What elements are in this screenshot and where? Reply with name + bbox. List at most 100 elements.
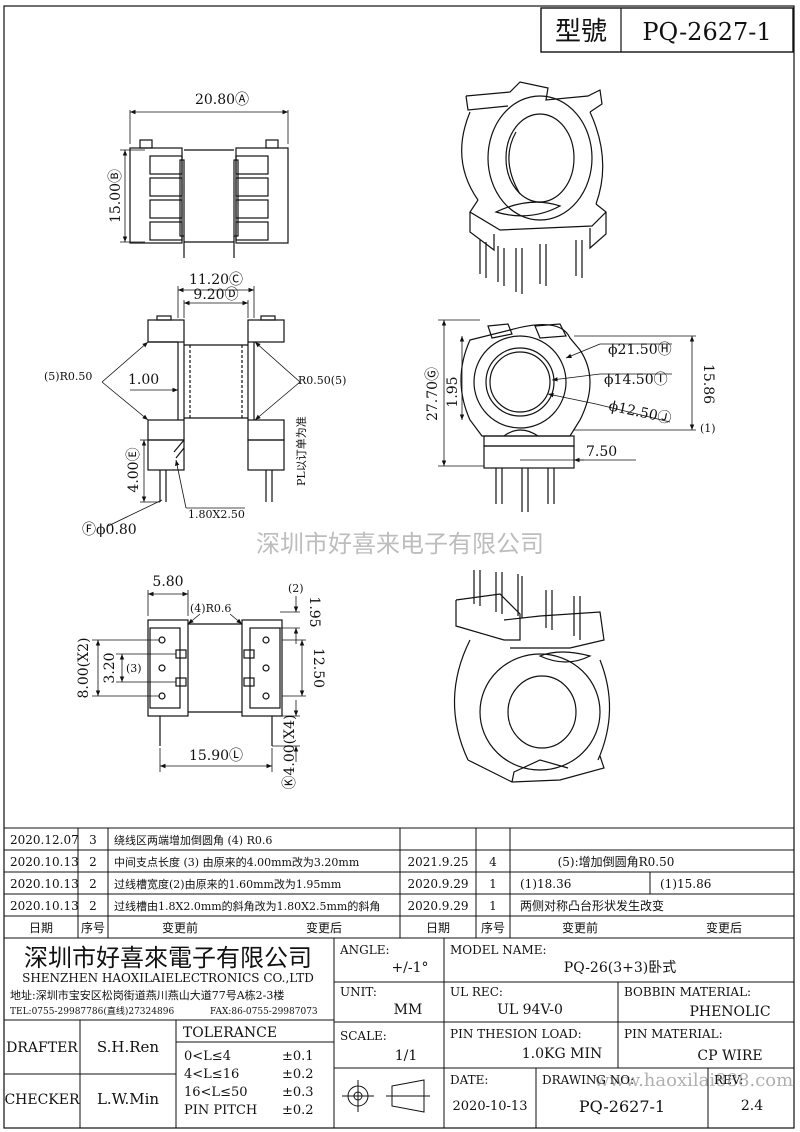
checker-label: CHECKER <box>4 1092 80 1108</box>
rev-header-after: 变更后 <box>306 920 342 935</box>
dim-bot-1590: 15.90Ⓛ <box>189 748 243 764</box>
rev-date: 2020.10.13 <box>10 877 79 891</box>
rev-no: 3 <box>89 833 97 847</box>
dim-top-width: 20.80Ⓐ <box>195 92 249 108</box>
rev-no: 2 <box>89 855 97 869</box>
dim-bot-320: 3.20 <box>102 652 118 683</box>
tolerance-value: ±0.2 <box>282 1103 314 1118</box>
bottom-view <box>92 590 306 772</box>
dim-side-750: 7.50 <box>586 444 617 460</box>
rev-date: 2020.10.13 <box>10 855 79 869</box>
iso-view-upper <box>461 81 607 294</box>
dim-bot-320-note: (3) <box>126 662 142 675</box>
rev-no-2: 1 <box>489 877 497 891</box>
radius-right-label: R0.50(5) <box>298 374 346 387</box>
rev-content: 绕线区两端增加倒圆角 (4) R0.6 <box>114 833 272 847</box>
rev-header-date: 日期 <box>29 921 53 935</box>
top-view <box>120 109 289 258</box>
tolerance-range: 4<L≤16 <box>184 1067 239 1082</box>
pin-material-label: PIN MATERIAL: <box>624 1027 723 1041</box>
slot-dim: 1.80X2.50 <box>188 508 245 521</box>
dim-bot-800: 8.00(X2) <box>76 638 92 699</box>
dim-side-195: 1.95 <box>445 376 461 407</box>
rev-content-2: 两侧对称凸台形状发生改变 <box>520 898 664 913</box>
rev-header-no-2: 序号 <box>481 920 505 935</box>
date-label: DATE: <box>450 1073 488 1087</box>
watermark: 深圳市好喜来电子有限公司 <box>256 530 544 558</box>
dim-bot-400: Ⓚ4.00(X4) <box>282 715 298 790</box>
drawing-border <box>3 5 795 1129</box>
rev-header-date-2: 日期 <box>426 921 450 935</box>
model-value: PQ-2627-1 <box>642 18 771 46</box>
dim-side-h: ϕ21.50Ⓗ <box>608 342 672 358</box>
center-dim: 1.00 <box>128 372 159 388</box>
rev-content-3: (1)15.86 <box>660 877 711 891</box>
drafter-value: S.H.Ren <box>97 1038 160 1056</box>
dim-top-height: 15.00Ⓑ <box>108 169 124 223</box>
front-view <box>101 286 301 527</box>
pin-material-value: CP WIRE <box>697 1048 762 1064</box>
dim-bot-1250: 12.50 <box>310 648 326 688</box>
tolerance-value: ±0.1 <box>282 1049 314 1064</box>
rev-header-no: 序号 <box>81 920 105 935</box>
dim-side-i: ϕ14.50Ⓘ <box>604 372 668 388</box>
dim-bot-580: 5.80 <box>152 574 183 590</box>
rev-label: REV: <box>714 1073 743 1087</box>
pin-load-label: PIN THESION LOAD: <box>450 1027 582 1041</box>
rev-header-after-2: 变更后 <box>706 920 742 935</box>
rev-content: 过线槽宽度(2)由原来的1.60mm改为1.95mm <box>114 877 342 891</box>
company-address: 地址:深圳市宝安区松岗街道燕川燕山大道77号A栋2-3楼 <box>10 988 284 1002</box>
rev-value: 2.4 <box>741 1098 763 1114</box>
rev-date: 2020.10.13 <box>10 899 79 913</box>
date-value: 2020-10-13 <box>453 1099 528 1114</box>
revision-table <box>4 827 794 939</box>
tolerance-title: TOLERANCE <box>183 1025 277 1041</box>
dim-front-e: 4.00Ⓔ <box>126 447 142 492</box>
tolerance-value: ±0.3 <box>282 1085 314 1100</box>
rev-content: 过线槽由1.8X2.0mm的斜角改为1.80X2.5mm的斜角 <box>114 899 380 913</box>
model-title-box: 型號 PQ-2627-1 <box>540 7 794 53</box>
drawing-no-label: DRAWING NO: <box>542 1073 634 1087</box>
unit-label: UNIT: <box>340 985 377 999</box>
model-name-value: PQ-26(3+3)卧式 <box>564 960 676 976</box>
rev-date: 2020.12.07 <box>10 833 79 847</box>
rev-date-2: 2020.9.29 <box>407 899 468 913</box>
rev-content-2: (1)18.36 <box>520 877 571 891</box>
model-name-label: MODEL NAME: <box>450 943 547 957</box>
tolerance-value: ±0.2 <box>282 1067 314 1082</box>
pin-load-value: 1.0KG MIN <box>522 1046 602 1062</box>
drafter-label: DRAFTER <box>6 1040 78 1056</box>
rev-date-2: 2021.9.25 <box>407 855 468 869</box>
dim-side-right: 15.86 <box>700 364 716 404</box>
pin-diameter: Ⓕϕ0.80 <box>82 522 137 538</box>
side-view <box>438 319 696 512</box>
rev-content-2: (5):增加倒圆角R0.50 <box>558 855 675 869</box>
drawing-no-value: PQ-2627-1 <box>579 1097 665 1116</box>
rev-no-2: 1 <box>489 899 497 913</box>
rev-no-2: 4 <box>489 855 497 869</box>
site-watermark: www.haoxilai888.com <box>594 1070 793 1091</box>
ul-value: UL 94V-0 <box>497 1002 563 1018</box>
scale-label: SCALE: <box>340 1029 387 1043</box>
rev-header-before-2: 变更前 <box>562 920 598 935</box>
rev-date-2: 2020.9.29 <box>407 877 468 891</box>
pl-note: PL以订单为准 <box>295 416 308 486</box>
tolerance-range: 0<L≤4 <box>184 1049 231 1064</box>
company-name-cn: 深圳市好喜來電子有限公司 <box>24 944 312 972</box>
rev-header-before: 变更前 <box>162 920 198 935</box>
tolerance-range: 16<L≤50 <box>184 1085 248 1100</box>
dim-front-d: 9.20Ⓓ <box>193 287 238 303</box>
scale-value: 1/1 <box>395 1048 418 1064</box>
ul-label: UL REC: <box>450 985 503 999</box>
iso-view-lower <box>453 570 611 783</box>
company-name-en: SHENZHEN HAOXILAIELECTRONICS CO.,LTD <box>22 971 314 985</box>
company-tel: TEL:0755-29987786(直线)27324896 <box>10 1005 174 1017</box>
rev-no: 2 <box>89 877 97 891</box>
dim-bot-r06: (4)R0.6 <box>190 602 231 615</box>
angle-label: ANGLE: <box>339 943 390 957</box>
rev-no: 2 <box>89 899 97 913</box>
title-block-grid <box>4 938 794 1128</box>
dim-side-j: ϕ12.50Ⓙ <box>607 398 673 427</box>
dim-bot-195: 1.95 <box>306 596 322 627</box>
